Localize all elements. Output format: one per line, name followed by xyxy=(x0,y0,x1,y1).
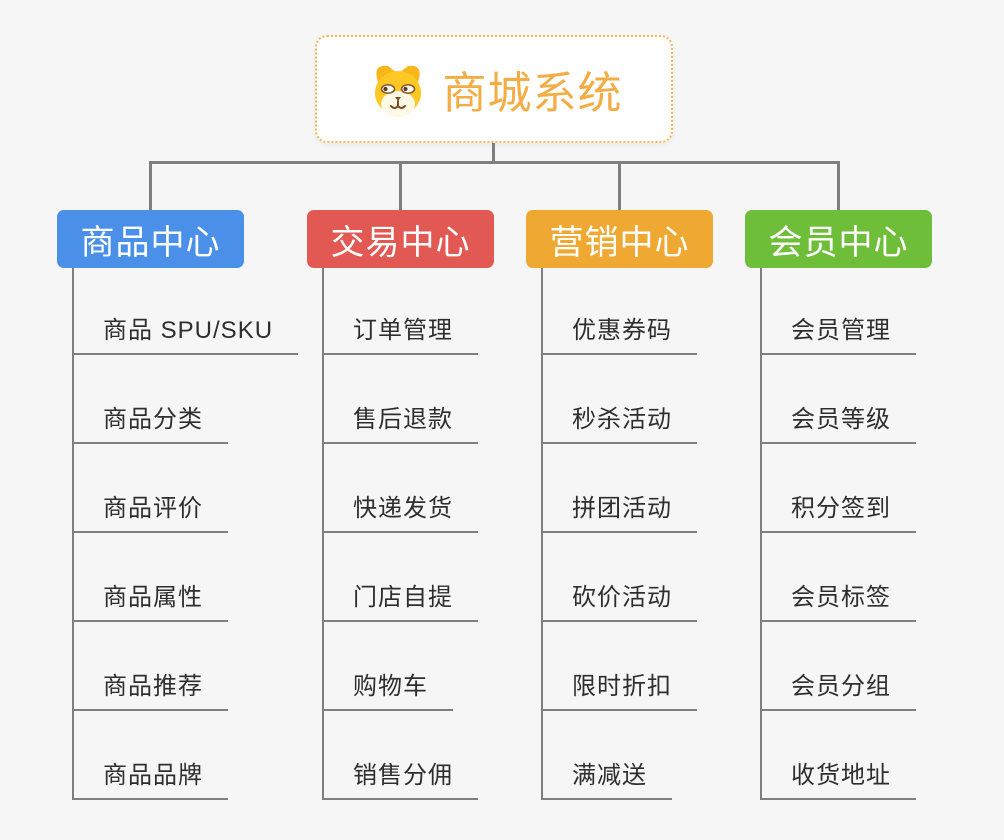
subtopic-item[interactable]: 会员等级 xyxy=(760,403,916,444)
connector-drop-product xyxy=(149,161,152,210)
subtopic-item[interactable]: 砍价活动 xyxy=(541,581,697,622)
connector-spine xyxy=(760,268,762,800)
subtopic-item[interactable]: 优惠券码 xyxy=(541,314,697,355)
subtopic-item[interactable]: 门店自提 xyxy=(322,581,478,622)
subtopic-item[interactable]: 收货地址 xyxy=(760,759,916,800)
subtopic-item[interactable]: 会员标签 xyxy=(760,581,916,622)
branch-header-product-center[interactable]: 商品中心 xyxy=(57,210,244,268)
connector-drop-marketing xyxy=(618,161,621,210)
subtopic-item[interactable]: 拼团活动 xyxy=(541,492,697,533)
connector-horizontal-bar xyxy=(149,161,840,164)
subtopic-item[interactable]: 会员分组 xyxy=(760,670,916,711)
subtopic-item[interactable]: 商品推荐 xyxy=(72,670,228,711)
branch-header-trade-center[interactable]: 交易中心 xyxy=(307,210,494,268)
subtopic-item[interactable]: 限时折扣 xyxy=(541,670,697,711)
subtopic-item[interactable]: 商品 SPU/SKU xyxy=(72,314,299,355)
root-node[interactable]: 商城系统 xyxy=(315,35,673,143)
branch-header-marketing-center[interactable]: 营销中心 xyxy=(526,210,713,268)
connector-spine xyxy=(72,268,74,800)
connector-drop-member xyxy=(837,161,840,210)
subtopic-item[interactable]: 销售分佣 xyxy=(322,759,478,800)
subtopic-item[interactable]: 订单管理 xyxy=(322,314,478,355)
subtopic-item[interactable]: 商品评价 xyxy=(72,492,228,533)
subtopic-item[interactable]: 商品分类 xyxy=(72,403,228,444)
subtopic-item[interactable]: 商品品牌 xyxy=(72,759,228,800)
subtopic-item[interactable]: 商品属性 xyxy=(72,581,228,622)
subtopic-item[interactable]: 售后退款 xyxy=(322,403,478,444)
subtopic-item[interactable]: 满减送 xyxy=(541,759,672,800)
connector-spine xyxy=(541,268,543,800)
subtopic-item[interactable]: 积分签到 xyxy=(760,492,916,533)
connector-trunk xyxy=(492,143,495,162)
subtopic-item[interactable]: 秒杀活动 xyxy=(541,403,697,444)
subtopic-item[interactable]: 会员管理 xyxy=(760,314,916,355)
connector-spine xyxy=(322,268,324,800)
subtopic-item[interactable]: 快递发货 xyxy=(322,492,478,533)
root-title: 商城系统 xyxy=(442,69,623,118)
dog-face-icon xyxy=(374,65,421,117)
subtopic-item[interactable]: 购物车 xyxy=(322,670,453,711)
connector-drop-trade xyxy=(399,161,402,210)
branch-header-member-center[interactable]: 会员中心 xyxy=(745,210,932,268)
